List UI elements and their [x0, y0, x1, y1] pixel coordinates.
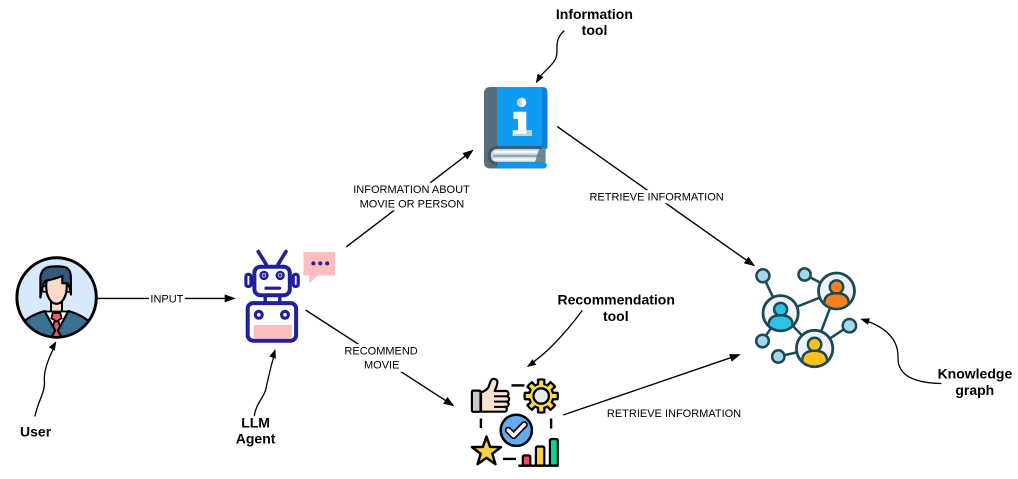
svg-text:LLM: LLM: [241, 414, 270, 430]
svg-text:Knowledge: Knowledge: [938, 366, 1013, 382]
svg-text:MOVIE OR PERSON: MOVIE OR PERSON: [360, 198, 465, 210]
svg-text:tool: tool: [603, 308, 629, 324]
svg-text:RECOMMEND: RECOMMEND: [344, 346, 417, 358]
svg-text:graph: graph: [955, 382, 994, 398]
svg-text:MOVIE: MOVIE: [364, 359, 399, 371]
svg-text:INFORMATION ABOUT: INFORMATION ABOUT: [353, 184, 470, 196]
svg-text:RETRIEVE INFORMATION: RETRIEVE INFORMATION: [589, 192, 723, 204]
svg-text:RETRIEVE INFORMATION: RETRIEVE INFORMATION: [607, 408, 741, 420]
svg-text:Information: Information: [556, 6, 633, 22]
svg-text:INPUT: INPUT: [150, 293, 183, 305]
svg-text:Agent: Agent: [236, 431, 276, 447]
svg-text:Recommendation: Recommendation: [557, 292, 674, 308]
svg-text:tool: tool: [582, 22, 608, 38]
svg-text:User: User: [20, 423, 52, 439]
